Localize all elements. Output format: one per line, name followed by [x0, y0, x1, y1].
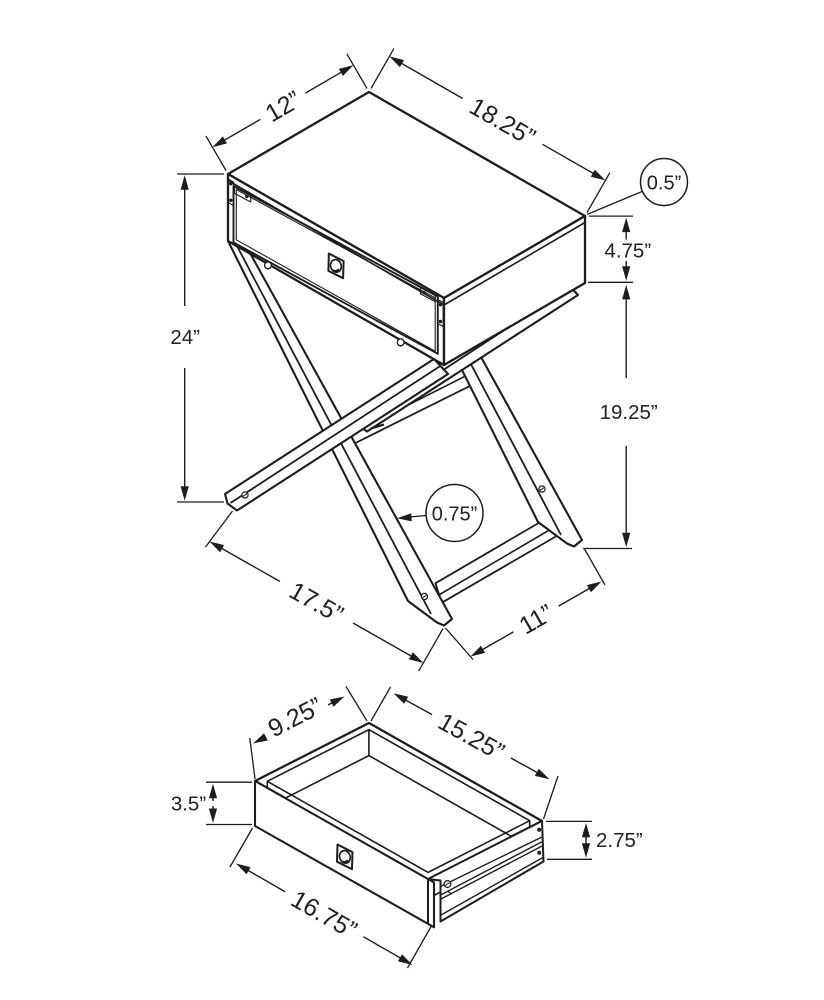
- svg-text:19.25”: 19.25”: [600, 401, 658, 424]
- svg-text:24”: 24”: [170, 326, 200, 349]
- svg-text:0.75”: 0.75”: [432, 504, 478, 526]
- svg-text:0.5”: 0.5”: [647, 173, 681, 195]
- svg-text:4.75”: 4.75”: [604, 239, 651, 262]
- svg-text:3.5”: 3.5”: [171, 793, 206, 816]
- svg-text:2.75”: 2.75”: [596, 829, 643, 852]
